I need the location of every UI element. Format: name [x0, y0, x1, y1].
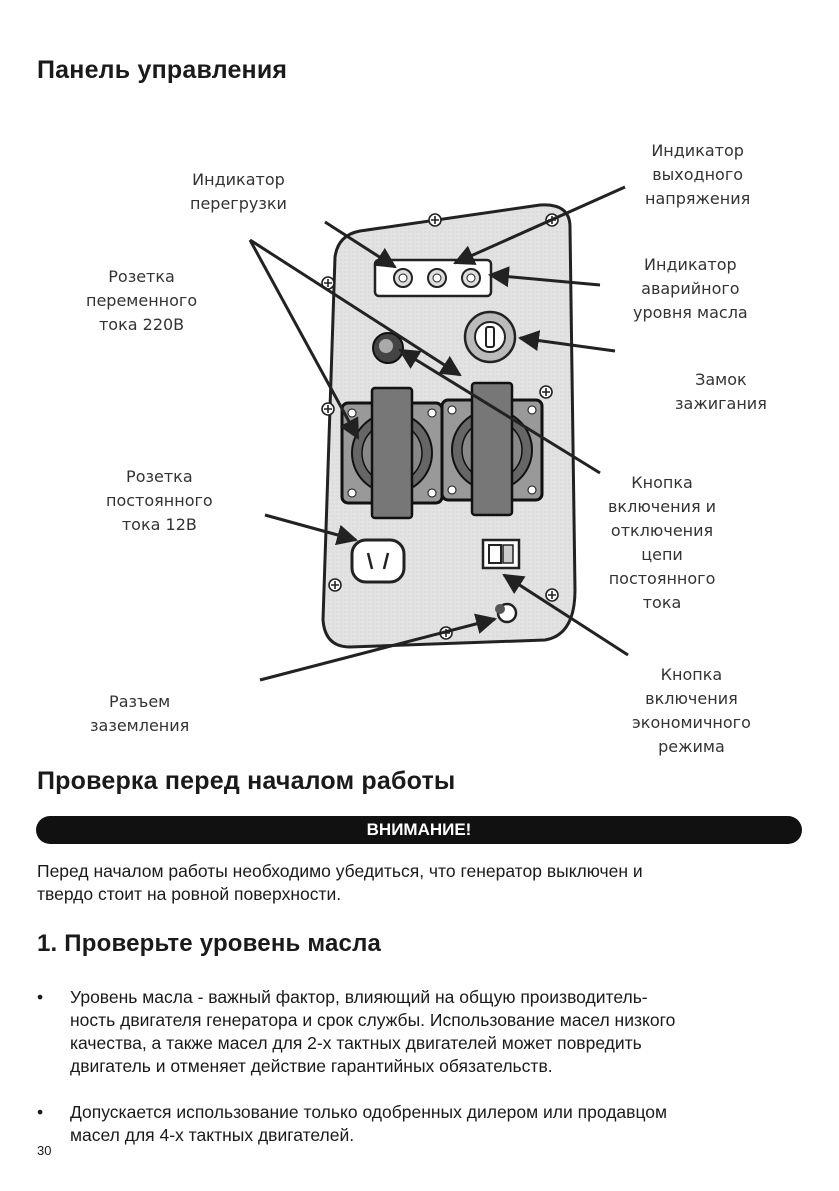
section-title-pre-start-check: Проверка перед началом работы [37, 767, 456, 795]
list-item-text: Допускается использование только одобрен… [70, 1102, 668, 1145]
ac-socket-left [340, 386, 444, 520]
ignition-lock [463, 310, 517, 364]
eco-switch [481, 538, 521, 570]
list-item-text: Уровень масла - важный фактор, влияющий … [70, 987, 676, 1076]
control-panel-illustration [248, 185, 629, 682]
warning-text: Перед началом работы необходимо убедитьс… [37, 861, 643, 904]
warning-banner: ВНИМАНИЕ! [36, 816, 802, 844]
bullet-symbol: • [37, 987, 44, 1007]
leader-arrows [248, 185, 629, 682]
section-title-check-oil: 1. Проверьте уровень масла [37, 930, 382, 957]
ground-terminal [495, 602, 518, 624]
bullet-symbol: • [37, 1102, 44, 1122]
dc-circuit-button [372, 332, 404, 364]
dc-socket [350, 538, 406, 584]
section-title-control-panel: Панель управления [37, 56, 288, 84]
page-number: 30 [37, 1143, 52, 1158]
ac-socket-right [440, 381, 544, 517]
